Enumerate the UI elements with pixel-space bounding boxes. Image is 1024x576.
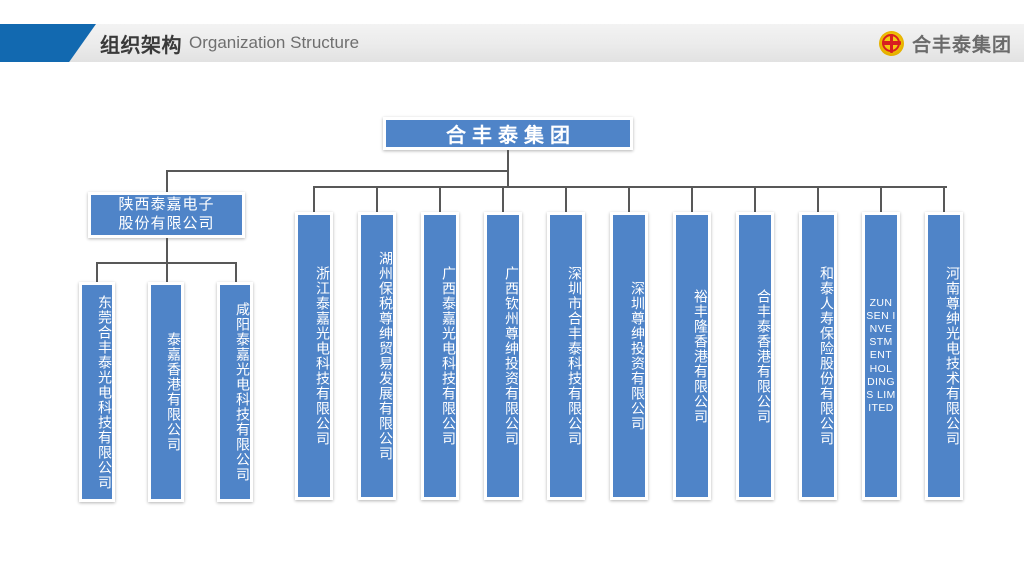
connector-sub-drop-4 [502, 186, 504, 212]
company-emblem-icon [878, 30, 904, 56]
node-root[interactable]: 合丰泰集团 [383, 117, 633, 150]
node-guangxi-taijia[interactable]: 广西泰嘉光电科技有限公司 [421, 212, 459, 500]
brand-lockup: 合丰泰集团 [878, 24, 1012, 62]
node-branch-shaanxi-line1: 陕西泰嘉电子 [118, 196, 215, 214]
header-accent-shape [0, 24, 96, 62]
emblem-ring [882, 34, 901, 52]
connector-sub-drop-8 [754, 186, 756, 212]
connector-sub-drop-2 [376, 186, 378, 212]
org-chart: 合丰泰集团 陕西泰嘉电子 股份有限公司 东莞合丰泰光电科技有限公司 泰嘉香港有限… [0, 62, 1024, 576]
connector-sub-drop-7 [691, 186, 693, 212]
brand-name: 合丰泰集团 [911, 34, 1012, 56]
connector-shaanxi-drop-1 [96, 262, 98, 282]
node-hetai-life-insurance[interactable]: 和泰人寿保险股份有限公司 [799, 212, 837, 500]
page-header: 组织架构 Organization Structure 合丰泰集团 [0, 24, 1024, 62]
page-title-cn: 组织架构 [100, 34, 182, 57]
node-dongguan[interactable]: 东莞合丰泰光电科技有限公司 [79, 282, 115, 502]
connector-left-drop [166, 170, 168, 192]
node-henan-zunsen[interactable]: 河南尊绅光电技术有限公司 [925, 212, 963, 500]
node-huzhou-bonded[interactable]: 湖州保税尊绅贸易发展有限公司 [358, 212, 396, 500]
node-shenzhen-hefengtai[interactable]: 深圳市合丰泰科技有限公司 [547, 212, 585, 500]
node-guangxi-qinzhou[interactable]: 广西钦州尊绅投资有限公司 [484, 212, 522, 500]
node-yufenglong-hk[interactable]: 裕丰隆香港有限公司 [673, 212, 711, 500]
connector-sub-drop-5 [565, 186, 567, 212]
connector-left-bus [166, 170, 509, 172]
node-taijia-hk[interactable]: 泰嘉香港有限公司 [148, 282, 184, 502]
connector-shaanxi-drop-3 [235, 262, 237, 282]
connector-sub-drop-11 [943, 186, 945, 212]
connector-sub-drop-1 [313, 186, 315, 212]
connector-root-stem [507, 150, 509, 186]
connector-sub-drop-9 [817, 186, 819, 212]
node-zunsen-investment-holdings[interactable]: ZUNSEN INVESTMENT HOLDINGS LIMITED [862, 212, 900, 500]
page-title: 组织架构 Organization Structure [100, 24, 359, 62]
connector-main-bus [313, 186, 947, 188]
node-xianyang[interactable]: 咸阳泰嘉光电科技有限公司 [217, 282, 253, 502]
connector-shaanxi-stem [166, 238, 168, 262]
node-branch-shaanxi[interactable]: 陕西泰嘉电子 股份有限公司 [88, 192, 245, 238]
connector-sub-drop-3 [439, 186, 441, 212]
node-hefengtai-hk[interactable]: 合丰泰香港有限公司 [736, 212, 774, 500]
node-shenzhen-zunsen[interactable]: 深圳尊绅投资有限公司 [610, 212, 648, 500]
connector-shaanxi-drop-2 [166, 262, 168, 282]
connector-sub-drop-10 [880, 186, 882, 212]
node-zhejiang-taijia[interactable]: 浙江泰嘉光电科技有限公司 [295, 212, 333, 500]
page-title-en: Organization Structure [189, 33, 360, 52]
node-branch-shaanxi-line2: 股份有限公司 [118, 215, 215, 232]
connector-sub-drop-6 [628, 186, 630, 212]
